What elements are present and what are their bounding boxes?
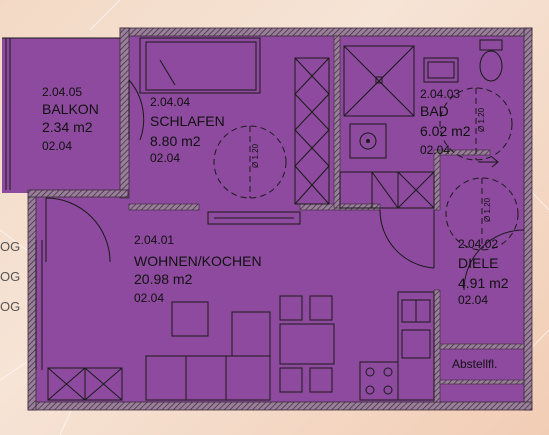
svg-text:02.04: 02.04 <box>134 291 164 305</box>
svg-text:2.04.03: 2.04.03 <box>420 87 460 101</box>
wardrobe <box>294 57 330 205</box>
og-mark-1: OG <box>0 239 20 254</box>
svg-text:02.04: 02.04 <box>150 151 180 165</box>
room-label-balkon: 2.04.05 BALKON 2.34 m2 02.04 <box>42 85 99 153</box>
svg-text:2.04.04: 2.04.04 <box>150 95 190 109</box>
svg-text:2.04.01: 2.04.01 <box>134 233 174 247</box>
svg-text:02.04: 02.04 <box>420 143 450 157</box>
svg-text:BALKON: BALKON <box>42 101 99 117</box>
bath-door-arrow <box>478 156 499 168</box>
shower <box>343 45 415 117</box>
svg-text:SCHLAFEN: SCHLAFEN <box>150 113 225 129</box>
svg-text:8.80 m2: 8.80 m2 <box>150 133 201 149</box>
room-label-wohnen: 2.04.01 WOHNEN/KOCHEN 20.98 m2 02.04 <box>134 233 262 305</box>
svg-text:2.04.02: 2.04.02 <box>458 237 498 251</box>
hall-door <box>379 209 435 269</box>
washbasin <box>349 123 387 159</box>
room-label-diele: 2.04.02 DIELE 4.91 m2 02.04 <box>458 237 509 307</box>
svg-text:20.98 m2: 20.98 m2 <box>134 271 193 287</box>
sofa <box>145 311 271 401</box>
kitchen-cabinets-top <box>339 171 435 209</box>
sideboard <box>47 367 123 401</box>
turn-circle-bedroom-label: Ø 1.20 <box>251 143 260 168</box>
balcony-railing <box>2 37 120 190</box>
og-mark-2: OG <box>0 269 20 284</box>
og-mark-3: OG <box>0 299 20 314</box>
tv-unit <box>207 211 301 225</box>
exterior-walls <box>27 27 533 411</box>
turn-circle-bedroom <box>213 125 287 199</box>
coffee-table <box>171 301 209 337</box>
svg-text:2.04.05: 2.04.05 <box>42 85 82 99</box>
turn-circle-hall <box>445 177 519 251</box>
svg-text:02.04: 02.04 <box>458 293 488 307</box>
svg-text:6.02 m2: 6.02 m2 <box>420 123 471 139</box>
turn-circle-bath-label: Ø 1.20 <box>477 107 486 132</box>
bedroom-door <box>128 79 145 141</box>
turn-circle-hall-label: Ø 1.20 <box>483 197 492 222</box>
storage-label: Abstellfl. <box>452 357 497 371</box>
room-label-bad: 2.04.03 BAD 6.02 m2 02.04 <box>420 87 471 157</box>
svg-text:02.04: 02.04 <box>42 139 72 153</box>
dining-set <box>279 295 335 393</box>
balcony-door <box>35 197 111 370</box>
entrance-door <box>463 229 525 291</box>
svg-text:2.34 m2: 2.34 m2 <box>42 119 93 135</box>
svg-text:DIELE: DIELE <box>458 255 498 271</box>
toilet <box>479 39 503 82</box>
svg-text:WOHNEN/KOCHEN: WOHNEN/KOCHEN <box>134 253 262 269</box>
svg-text:4.91 m2: 4.91 m2 <box>458 275 509 291</box>
floor-area <box>2 30 528 410</box>
room-label-schlafen: 2.04.04 SCHLAFEN 8.80 m2 02.04 <box>150 95 225 165</box>
turn-circle-bath <box>439 87 513 161</box>
kitchen-counter <box>397 291 435 401</box>
bed <box>139 37 261 94</box>
stove <box>359 361 399 401</box>
sink-small <box>423 57 459 83</box>
svg-text:BAD: BAD <box>420 103 449 119</box>
